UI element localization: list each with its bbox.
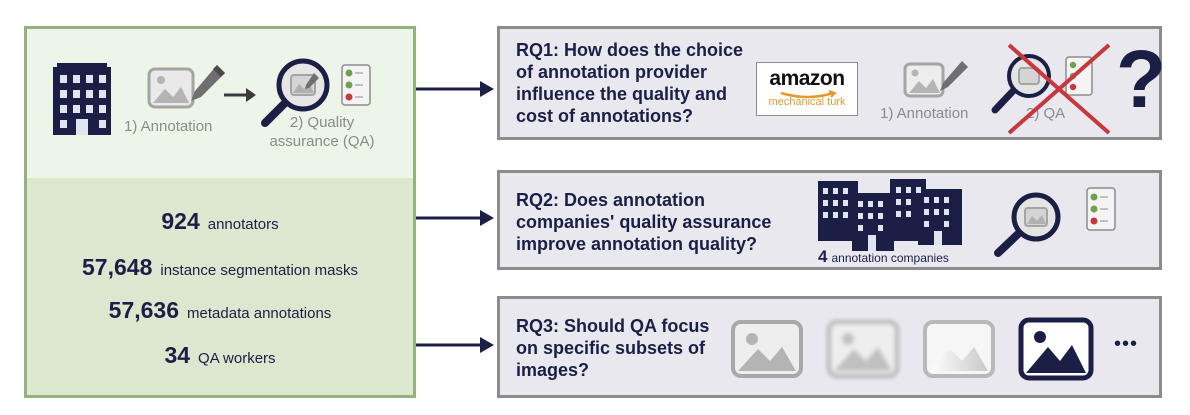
checklist-icon — [341, 64, 371, 106]
stat-label: metadata annotations — [187, 305, 332, 322]
rq1-panel: RQ1: How does the choice of annotation p… — [497, 26, 1166, 140]
rq2-line: Does annotation — [564, 190, 706, 210]
arrow-to-rq3 — [416, 337, 494, 353]
arrow-to-rq2 — [416, 210, 494, 226]
rq1-tag: RQ1: — [516, 40, 560, 60]
stats-section: 924 annotators 57,648 instance segmentatio… — [27, 178, 413, 395]
stat-value: 57,636 — [108, 297, 180, 323]
companies-buildings-icon — [818, 179, 962, 251]
step-qa-label-line1: 2) Quality — [289, 114, 355, 131]
rq3-panel: RQ3: Should QA focus on specific subsets… — [497, 296, 1162, 398]
companies-count: 4 — [818, 247, 828, 266]
stat-label: QA workers — [198, 350, 276, 367]
annotation-image-icon — [903, 62, 945, 98]
amazon-mturk-logo: amazon mechanical turk — [756, 62, 858, 116]
stat-value: 34 — [164, 342, 191, 368]
rq1-line: How does the choice — [564, 40, 744, 60]
stat-metadata: 57,636 metadata annotations — [27, 297, 413, 324]
rq1-annotation-label: 1) Annotation — [880, 105, 969, 122]
stat-value: 924 — [161, 208, 200, 234]
pencil-icon — [940, 61, 968, 91]
magnifier-icon — [991, 54, 1051, 114]
step-qa-label-line2: assurance (QA) — [269, 133, 375, 150]
ellipsis: ••• — [1114, 333, 1139, 355]
rq3-line: Should QA focus — [564, 316, 710, 336]
rq1-line: cost of annotations? — [516, 106, 693, 126]
rq3-tag: RQ3: — [516, 316, 560, 336]
rq1-line: influence the quality and — [516, 84, 728, 104]
magnifier-icon — [994, 192, 1061, 257]
rq2-panel: RQ2: Does annotation companies' quality … — [497, 170, 1162, 270]
workflow-section: 1) Annotation 2) Quality assurance (QA) — [27, 29, 413, 178]
image-thumbnail-icon — [731, 320, 803, 378]
image-dark-icon — [1018, 317, 1094, 381]
step-annotation-label: 1) Annotation — [124, 118, 213, 135]
rq1-line: of annotation provider — [516, 62, 707, 82]
rq2-question: RQ2: Does annotation companies' quality … — [516, 189, 771, 255]
dataset-panel: 1) Annotation 2) Quality assurance (QA) … — [24, 26, 416, 398]
stat-label: instance segmentation masks — [160, 262, 358, 279]
rq2-tag: RQ2: — [516, 190, 560, 210]
image-blurred-icon — [827, 320, 899, 378]
annotation-image-icon — [147, 67, 195, 109]
question-mark: ? — [1116, 34, 1167, 125]
rq3-line: images? — [516, 360, 590, 380]
rq3-line: on specific subsets of — [516, 338, 706, 358]
amazon-subtitle: mechanical turk — [768, 96, 846, 108]
stat-annotators: 924 annotators — [27, 208, 413, 235]
stat-label: annotators — [207, 216, 279, 233]
rq1-question: RQ1: How does the choice of annotation p… — [516, 39, 743, 127]
checklist-icon — [1086, 187, 1116, 231]
building-icon — [53, 63, 111, 135]
image-faded-icon — [923, 320, 995, 378]
arrow-right-icon — [224, 88, 256, 102]
magnifier-icon — [261, 58, 330, 127]
rq3-question: RQ3: Should QA focus on specific subsets… — [516, 315, 709, 381]
companies-label: annotation companies — [831, 251, 949, 265]
pencil-icon — [191, 65, 225, 101]
arrow-to-rq1 — [416, 81, 494, 97]
cross-out-icon — [1007, 43, 1111, 135]
rq2-line: companies' quality assurance — [516, 212, 772, 232]
amazon-wordmark: amazon — [769, 67, 845, 90]
amazon-smile-icon — [780, 90, 837, 99]
stat-masks: 57,648 instance segmentation masks — [27, 254, 413, 281]
stat-value: 57,648 — [82, 254, 153, 280]
rq2-line: improve annotation quality? — [516, 234, 758, 254]
stat-qa-workers: 34 QA workers — [27, 342, 413, 369]
